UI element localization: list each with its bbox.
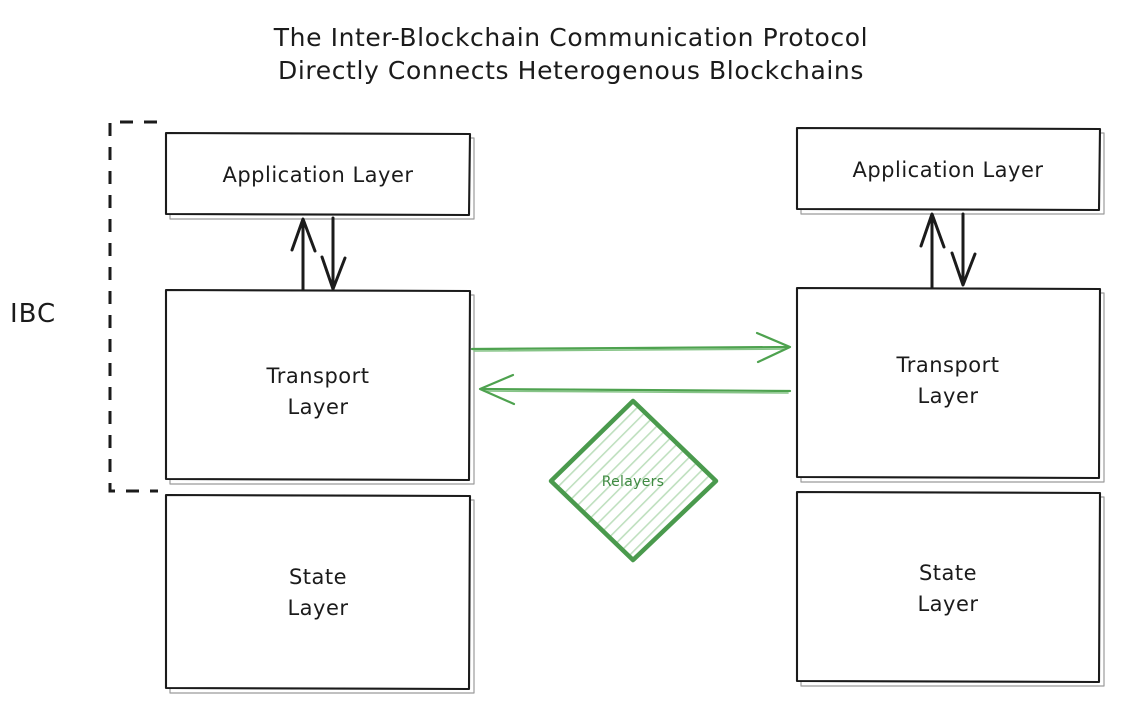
- left-down-arrow-head: [320, 255, 347, 291]
- right-application-layer-label: Application Layer: [852, 158, 1043, 182]
- left-transport-layer-label-line-2: Layer: [287, 395, 348, 419]
- left-state-layer-box[interactable]: [164, 493, 472, 691]
- right-transport-layer-label-line-1: Transport: [895, 353, 999, 377]
- transport-link-rightward-shaft: [470, 345, 790, 351]
- right-application-layer-box[interactable]: [795, 126, 1102, 212]
- left-transport-layer-box[interactable]: [164, 288, 472, 482]
- right-state-layer-box[interactable]: [795, 490, 1102, 684]
- right-state-layer-label-line-1: State: [919, 561, 977, 585]
- ibc-bracket-label: IBC: [10, 299, 56, 329]
- left-up-arrow-head: [290, 217, 317, 253]
- left-transport-layer-label-line-1: Transport: [265, 364, 369, 388]
- right-transport-layer-box[interactable]: [795, 286, 1102, 480]
- relayers-label: Relayers: [602, 474, 665, 490]
- ibc-dashed-bracket: [108, 120, 158, 493]
- transport-link-leftward-shaft: [480, 387, 792, 393]
- right-down-arrow-head: [950, 251, 977, 287]
- transport-link-rightward-arrowhead: [755, 331, 792, 364]
- left-state-layer-label-line-1: State: [289, 565, 347, 589]
- left-application-layer-label: Application Layer: [222, 163, 413, 187]
- diagram-title-line-2: Directly Connects Heterogenous Blockchai…: [278, 56, 864, 85]
- right-transport-layer-label-line-2: Layer: [917, 384, 978, 408]
- left-state-layer-label-line-2: Layer: [287, 596, 348, 620]
- right-state-layer-label-line-2: Layer: [917, 592, 978, 616]
- left-application-layer-box[interactable]: [164, 131, 472, 217]
- right-up-arrow-head: [919, 212, 946, 249]
- diagram-title-line-1: The Inter-Blockchain Communication Proto…: [273, 23, 868, 52]
- transport-link-leftward-arrowhead: [478, 373, 516, 406]
- relayers-diamond[interactable]: [548, 398, 719, 563]
- transport-link-rightward-shaft-echo: [473, 348, 787, 352]
- transport-link-leftward-shaft-echo: [483, 390, 789, 394]
